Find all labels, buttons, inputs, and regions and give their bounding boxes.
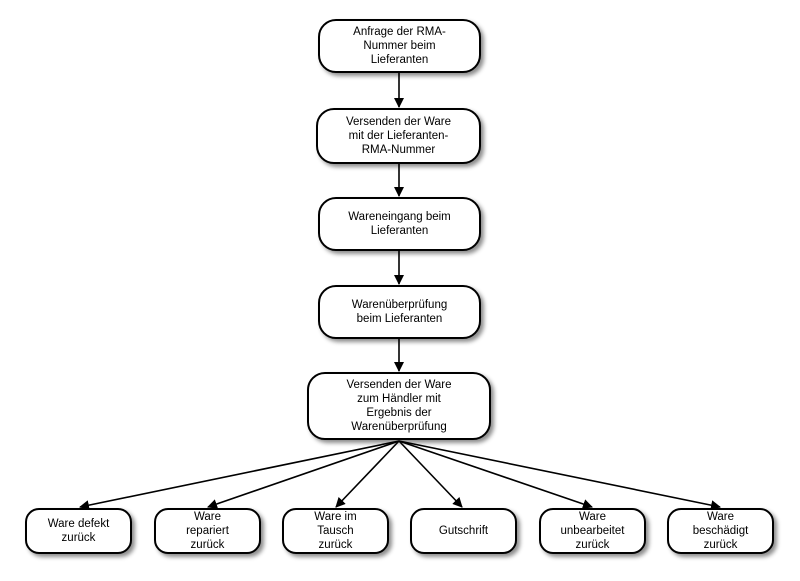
arrow-to-damaged [398,440,721,511]
arrow-to-unprocessed [398,440,593,509]
outcome-defect: Ware defekt zurück [25,508,132,554]
outcome-exchange: Ware im Tausch zurück [282,508,389,554]
outcome-damaged: Ware beschädigt zurück [667,508,774,554]
arrow-to-repaired [207,440,400,509]
step-rma-request: Anfrage der RMA- Nummer beim Lieferanten [318,19,481,73]
step-goods-inspection: Warenüberprüfung beim Lieferanten [318,285,481,339]
step-ship-goods: Versenden der Ware mit der Lieferanten- … [316,108,481,164]
outcome-repaired: Ware repariert zurück [154,508,261,554]
step-ship-back: Versenden der Ware zum Händler mit Ergeb… [307,372,491,440]
arrow-to-defect [79,440,400,511]
arrow-to-exchange [335,440,400,508]
arrow-to-credit [398,440,463,508]
outcome-unprocessed: Ware unbearbeitet zurück [539,508,646,554]
step-goods-receipt: Wareneingang beim Lieferanten [318,197,481,251]
outcome-credit: Gutschrift [410,508,517,554]
